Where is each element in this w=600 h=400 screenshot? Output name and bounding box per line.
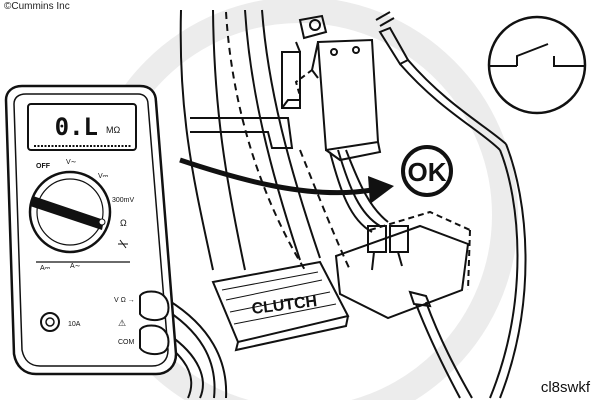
- clutch-switch-body: [316, 38, 380, 152]
- figure-code: cl8swkf: [540, 379, 590, 396]
- pedal-arm-left-edge: [179, 9, 214, 271]
- meter-display: [27, 103, 137, 151]
- dial-pointer: [30, 196, 104, 230]
- ok-label: OK: [408, 157, 447, 187]
- lower-probe-lead: [415, 303, 461, 399]
- switch-harness: [329, 151, 373, 233]
- range-300mv: 300mV: [112, 197, 135, 204]
- lower-probe-tip: [408, 290, 432, 308]
- switch-blade: [516, 43, 549, 66]
- display-unit: MΩ: [106, 125, 120, 135]
- upper-probe-lead: [489, 149, 519, 399]
- ok-badge: OK: [401, 145, 453, 197]
- pedal-assembly: [179, 9, 471, 352]
- jack-10a[interactable]: [40, 312, 60, 332]
- switch-bracket: [281, 51, 301, 109]
- pedal-arm-right-edge: [212, 9, 246, 271]
- label-10a: 10A: [68, 321, 81, 328]
- red-plug[interactable]: [139, 290, 170, 322]
- pedal-dashed-position: [225, 11, 306, 271]
- label-com: COM: [118, 339, 135, 346]
- range-a-dc: A⎓: [40, 265, 51, 272]
- label-v-ohm: V Ω →: [114, 297, 135, 304]
- range-a-ac: A∼: [70, 263, 81, 270]
- arrow-head: [368, 176, 394, 204]
- multimeter: 0.L MΩ OFF V∼ V⎓ 300mV Ω A⎓ A∼ 10A V Ω →…: [4, 84, 178, 376]
- pedal-lever: [190, 117, 294, 149]
- connector-housing: [334, 224, 470, 320]
- range-ohm: Ω: [120, 218, 127, 228]
- indicator-arrow: [179, 157, 394, 204]
- open-switch-symbol: [487, 15, 587, 115]
- copyright-text: ©Cummins Inc: [4, 1, 70, 12]
- connector-pin-a: [367, 225, 387, 253]
- upper-probe-body: [399, 63, 501, 151]
- range-v-dc: V⎓: [98, 173, 109, 180]
- black-plug[interactable]: [139, 324, 170, 356]
- warning-icon: ⚠: [118, 318, 126, 328]
- test-leads: [159, 26, 527, 399]
- range-off: OFF: [36, 163, 51, 170]
- linkage-rod: [244, 9, 301, 261]
- connector-pin-b: [389, 225, 409, 253]
- diode-icon: [118, 239, 128, 249]
- display-reading: 0.L: [55, 113, 98, 141]
- range-v-ac: V∼: [66, 159, 77, 166]
